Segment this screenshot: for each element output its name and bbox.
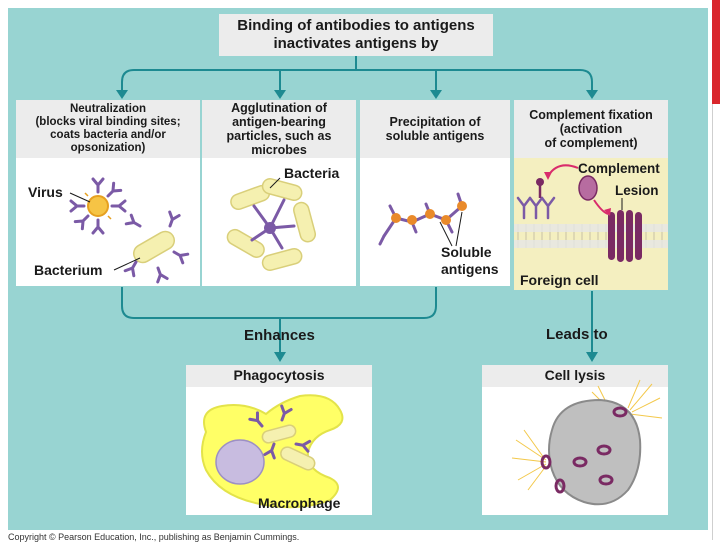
neutralization-desc-2: coats bacteria and/or [50,129,166,141]
enhances-label: Enhances [244,327,315,344]
soluble-leader-lines [439,211,463,247]
complement-title-3: of complement) [544,136,638,150]
virus-illustration [69,177,127,235]
precipitation-title-1: Precipitation of [389,115,481,129]
neutralization-desc-3: opsonization) [70,141,146,154]
top-arrowheads [116,90,598,99]
right-divider [712,104,713,540]
bacterium-label: Bacterium [34,262,103,278]
agglutination-header: Agglutination of antigen-bearing particl… [202,100,356,158]
precipitation-illustration [378,192,467,246]
agglutination-title-3: particles, such as [226,129,332,143]
lysed-cell-illustration [511,379,663,506]
copyright-footer: Copyright © Pearson Education, Inc., pub… [8,532,300,542]
complement-title-1: Complement fixation [529,108,653,122]
complement-illustration [514,164,668,262]
macrophage-illustration [201,394,344,509]
leads-to-label: Leads to [546,326,608,343]
precipitation-title-2: soluble antigens [385,129,485,143]
soluble-label-line-1: Soluble [441,244,492,260]
bacteria-label: Bacteria [284,165,340,181]
title-line-1: Binding of antibodies to antigens [237,17,475,34]
bacteria-leader-line [269,177,281,189]
phagocytosis-title: Phagocytosis [186,365,372,387]
agglutination-title-4: microbes [251,143,307,157]
complement-title-2: (activation [559,122,623,136]
precipitation-header: Precipitation of soluble antigens [360,100,510,158]
complement-label: Complement [578,161,660,176]
neutralization-leader-lines [69,192,141,271]
lesion-label: Lesion [615,183,659,198]
agglutination-title-1: Agglutination of [231,101,327,115]
middle-connectors [121,287,593,352]
red-accent-bar [712,0,720,104]
title-line-2: inactivates antigens by [273,35,439,52]
complement-header: Complement fixation (activation of compl… [514,100,668,158]
cell-lysis-title: Cell lysis [482,365,668,387]
bacterium-illustration [123,210,190,284]
agglutination-illustration [226,178,317,271]
neutralization-title: Neutralization [69,103,147,116]
middle-arrowheads [274,352,598,362]
foreign-cell-label: Foreign cell [520,272,599,288]
neutralization-desc-1: (blocks viral binding sites; [35,116,181,129]
soluble-label-line-2: antigens [441,261,499,277]
virus-label: Virus [28,184,63,200]
diagram-title: Binding of antibodies to antigens inacti… [219,14,493,56]
top-branch-arrows [121,56,593,90]
soluble-antigens-label: Soluble antigens [441,244,499,278]
macrophage-label: Macrophage [258,495,341,511]
neutralization-header: Neutralization (blocks viral binding sit… [16,100,200,158]
agglutination-title-2: antigen-bearing [232,115,326,129]
